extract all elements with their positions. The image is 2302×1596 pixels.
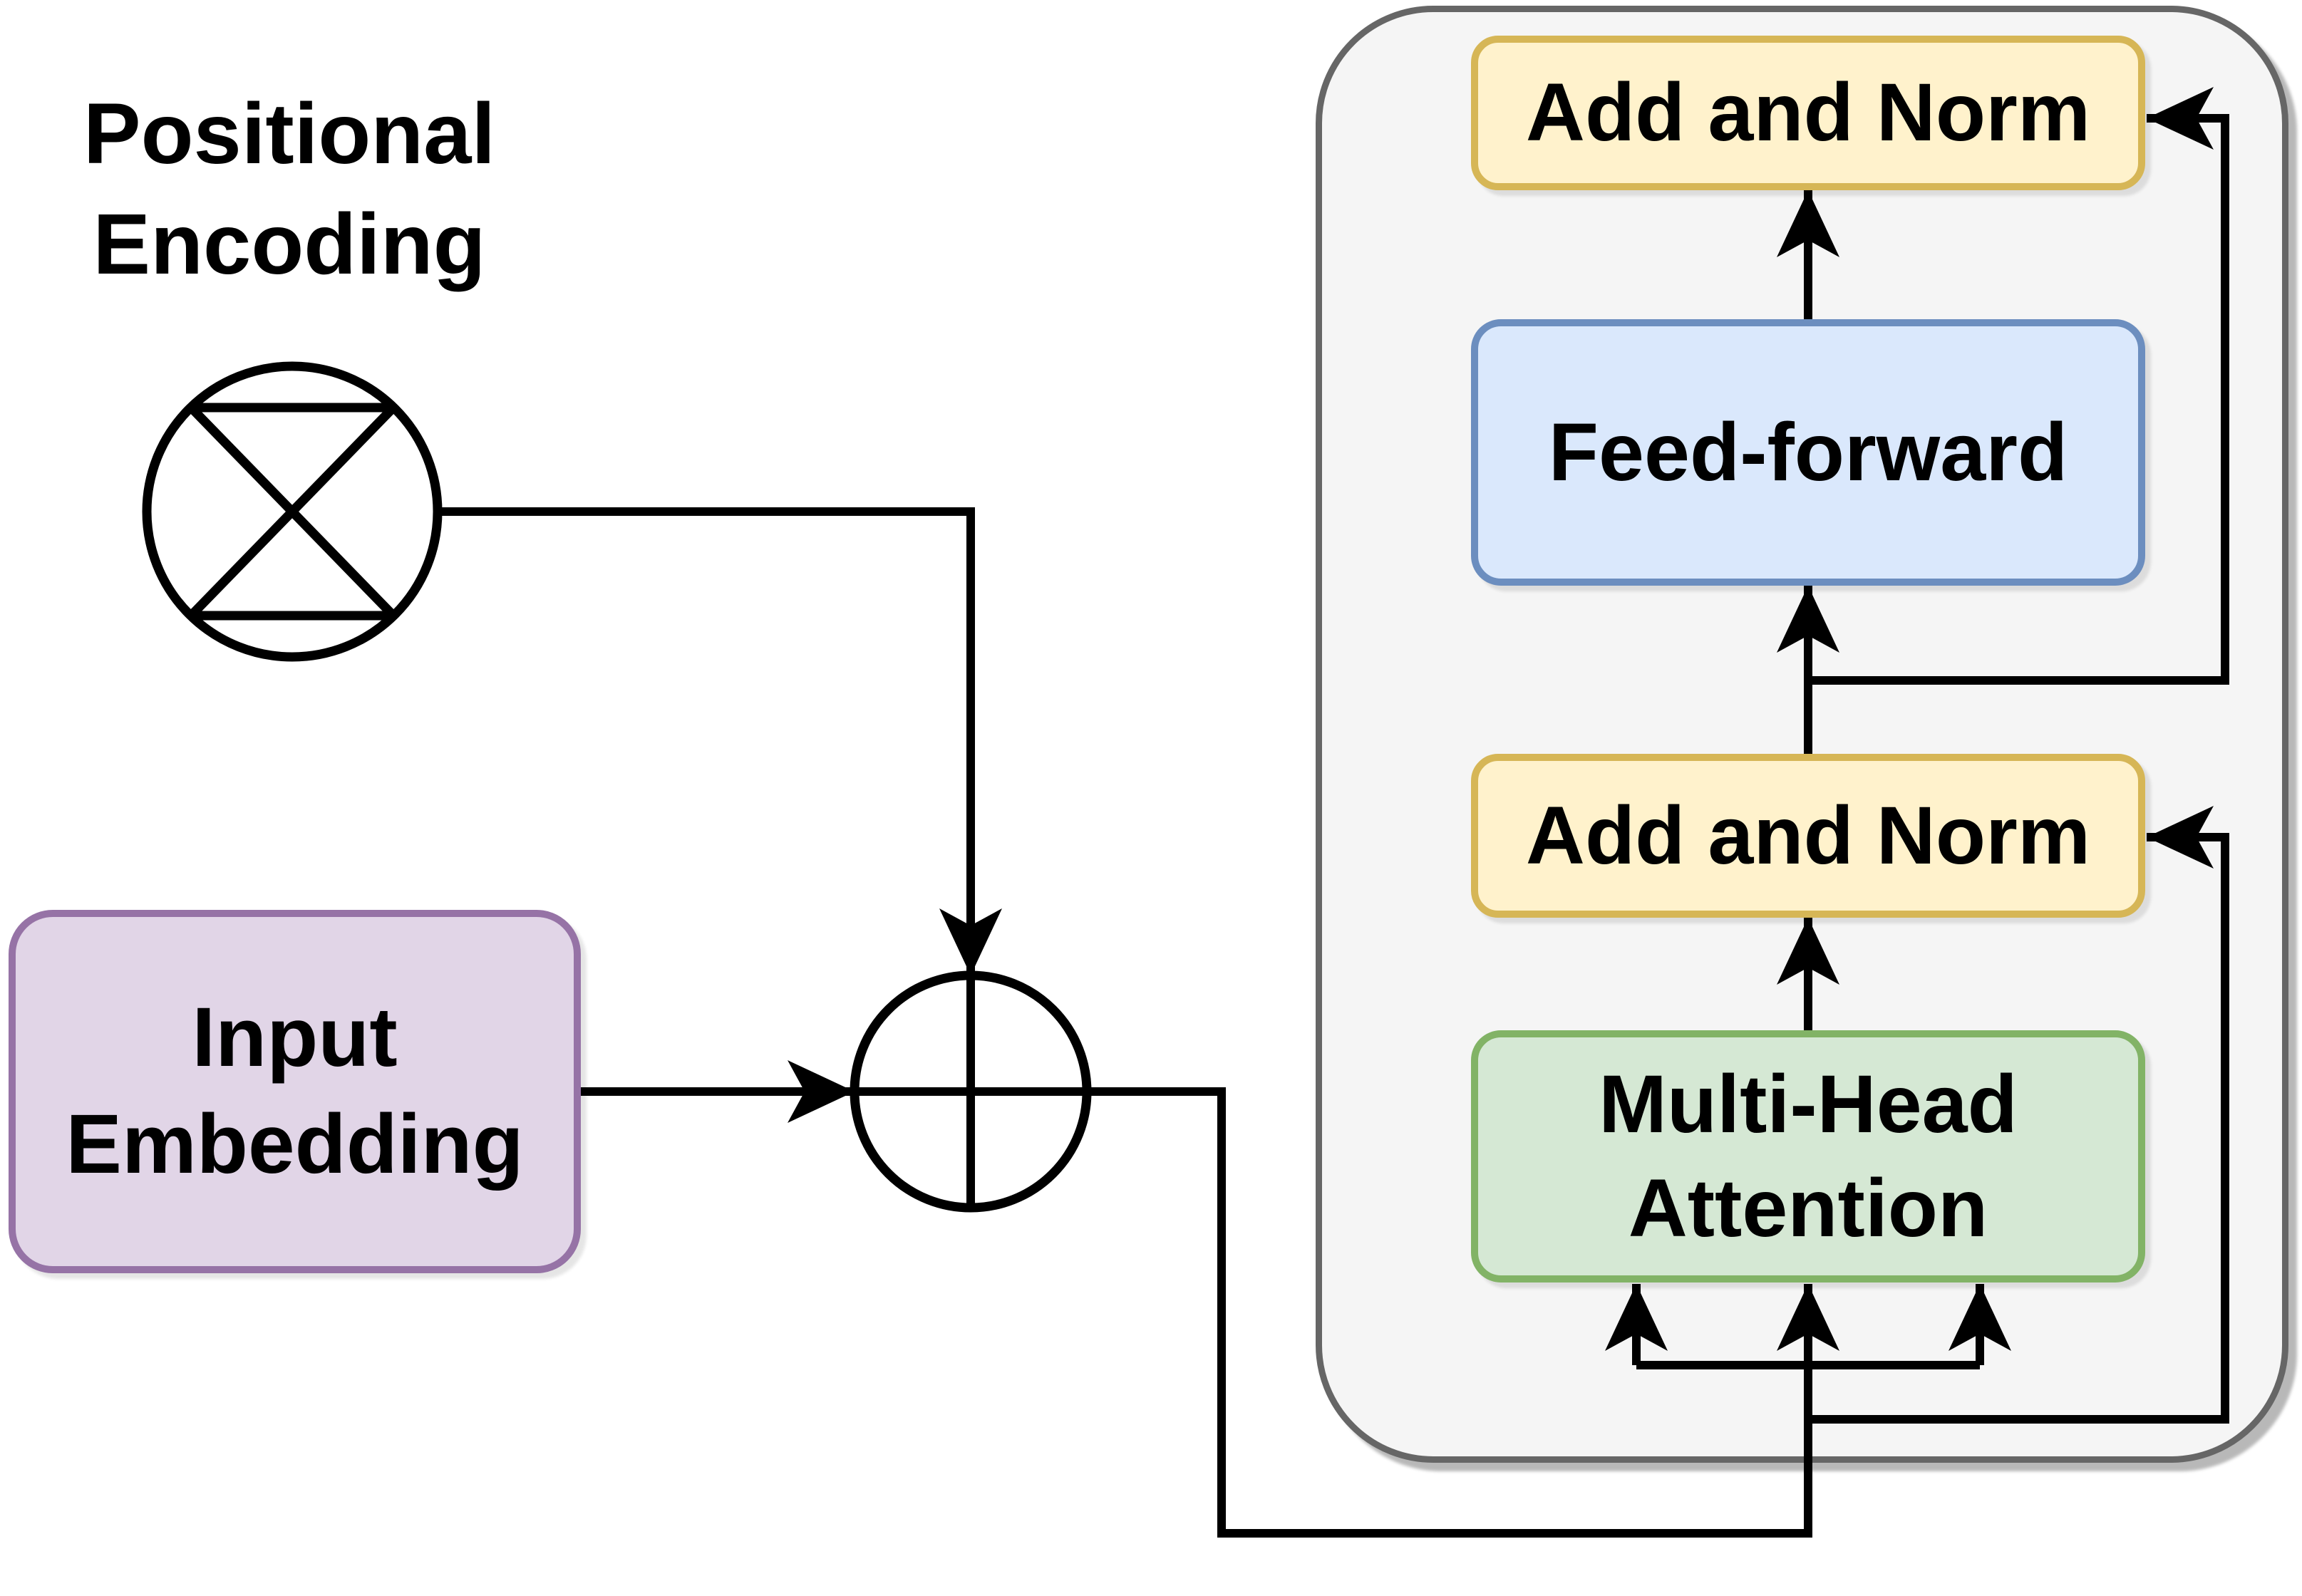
addnorm-to-ff-connector: [1777, 586, 1839, 754]
positional-encoding-symbol: [142, 361, 443, 662]
add-symbol: [850, 970, 1092, 1213]
multi-head-attention-node: Multi-Head Attention: [1471, 1030, 2145, 1282]
input-embedding-to-add-connector: [581, 1060, 855, 1123]
input-embedding-line1: Input: [192, 990, 398, 1085]
mha-to-addnorm-connector: [1777, 918, 1839, 1030]
multi-head-attention-line2: Attention: [1628, 1163, 1988, 1254]
add-to-mha-connector: [1087, 1087, 1839, 1538]
positional-encoding-label: Positional Encoding: [22, 78, 557, 299]
mha-residual-connector: [1808, 806, 2229, 1424]
ff-residual-connector: [1808, 87, 2229, 685]
ff-to-addnorm-connector: [1777, 190, 1839, 319]
add-and-norm-middle-node: Add and Norm: [1471, 754, 2145, 918]
input-embedding-node: Input Embedding: [9, 910, 581, 1273]
positional-encoding-line1: Positional: [83, 85, 496, 182]
input-embedding-line2: Embedding: [66, 1097, 524, 1191]
add-and-norm-top-label: Add and Norm: [1525, 67, 2091, 159]
qkv-split-connector: [1605, 1284, 2011, 1369]
add-and-norm-top-node: Add and Norm: [1471, 36, 2145, 190]
pe-to-add-connector: [438, 507, 1002, 975]
multi-head-attention-line1: Multi-Head: [1599, 1058, 2018, 1150]
add-and-norm-middle-label: Add and Norm: [1525, 789, 2091, 881]
feed-forward-node: Feed-forward: [1471, 319, 2145, 586]
positional-encoding-line2: Encoding: [93, 195, 486, 292]
feed-forward-label: Feed-forward: [1548, 406, 2068, 498]
